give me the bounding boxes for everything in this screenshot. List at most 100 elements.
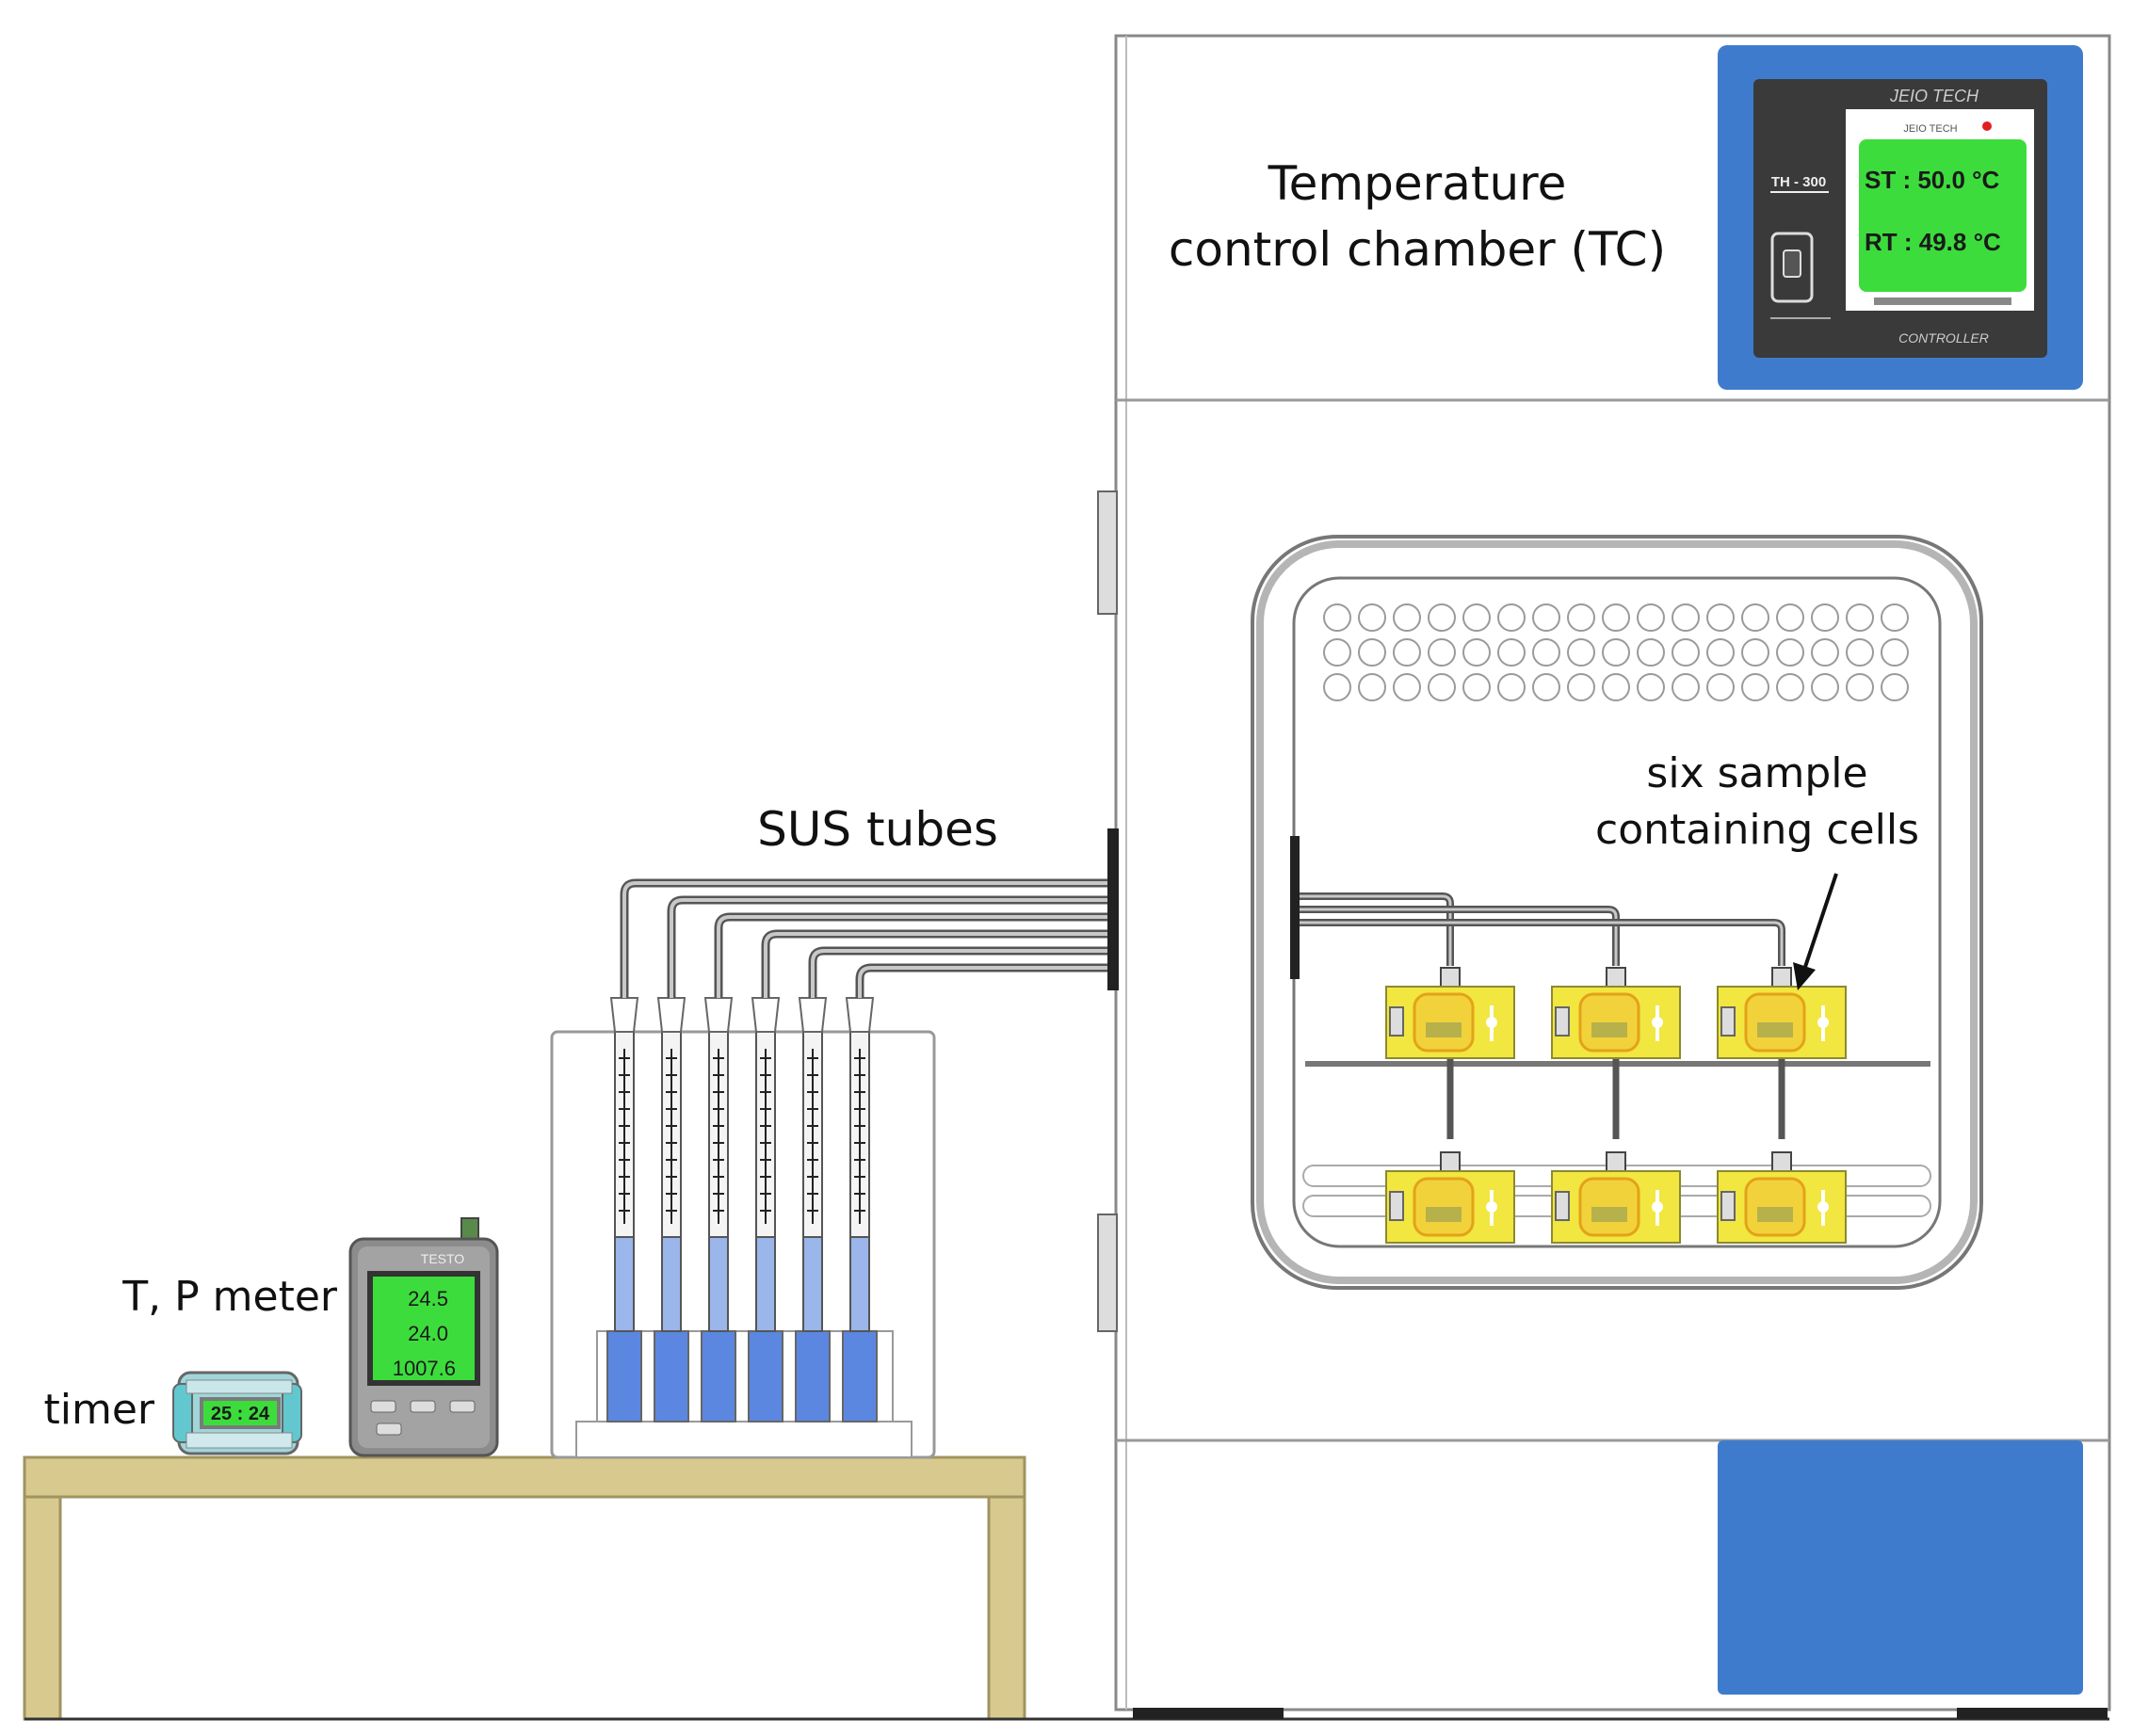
- timer-device: 25 : 24: [172, 1371, 302, 1455]
- vent-hole: [1532, 638, 1560, 667]
- sample-cell: [1551, 1151, 1681, 1244]
- sample-cell: [1385, 1151, 1515, 1244]
- vent-hole: [1428, 673, 1456, 701]
- vent-hole: [1811, 638, 1839, 667]
- cells-label-line1: six sample: [1646, 749, 1867, 797]
- syringe: [606, 997, 642, 1423]
- vent-hole: [1741, 673, 1769, 701]
- vent-hole: [1393, 603, 1421, 632]
- vent-hole: [1428, 603, 1456, 632]
- vent-hole: [1532, 603, 1560, 632]
- vent-hole: [1881, 673, 1909, 701]
- vent-hole: [1776, 673, 1804, 701]
- vent-hole: [1881, 603, 1909, 632]
- timer-display: 25 : 24: [211, 1404, 270, 1424]
- vent-hole: [1706, 673, 1735, 701]
- vent-hole: [1393, 638, 1421, 667]
- vent-hole: [1323, 638, 1351, 667]
- meter-label: T, P meter: [121, 1273, 338, 1321]
- vent-hole: [1497, 673, 1526, 701]
- chamber-label-line1: Temperature: [1268, 156, 1567, 211]
- vent-hole: [1602, 603, 1630, 632]
- vent-hole: [1602, 673, 1630, 701]
- vent-hole: [1358, 673, 1386, 701]
- vent-hole: [1567, 673, 1595, 701]
- sus-tubes-inside: [1300, 892, 1785, 1139]
- vent-hole: [1358, 638, 1386, 667]
- controller-panel: JEIO TECH JEIO TECH ST : 50.0 °C RT : 49…: [1718, 45, 2083, 390]
- tp-meter-value-1: 24.5: [408, 1287, 448, 1310]
- controller-screen-header: JEIO TECH: [1903, 123, 1957, 135]
- vent-hole: [1637, 603, 1665, 632]
- vent-hole: [1567, 603, 1595, 632]
- sus-tube-inner: [1300, 906, 1620, 1139]
- sus-tube: [667, 895, 1109, 998]
- lower-hinge: [1097, 1214, 1118, 1332]
- vent-hole: [1776, 603, 1804, 632]
- tp-meter-value-3: 1007.6: [393, 1357, 456, 1380]
- tubes-label: SUS tubes: [757, 802, 998, 857]
- vent-hole: [1706, 638, 1735, 667]
- vent-hole: [1846, 638, 1874, 667]
- tp-meter-brand: TESTO: [421, 1251, 465, 1266]
- vent-hole: [1567, 638, 1595, 667]
- vent-hole: [1462, 673, 1491, 701]
- status-led: [1982, 121, 1992, 131]
- sample-cells: [1385, 967, 1847, 1244]
- sample-cell: [1551, 967, 1681, 1059]
- table: [23, 1455, 1026, 1721]
- st-reading: ST : 50.0 °C: [1865, 166, 2000, 194]
- controller-footer: CONTROLLER: [1898, 330, 1989, 346]
- vent-hole: [1462, 603, 1491, 632]
- vent-hole: [1497, 638, 1526, 667]
- vent-hole: [1323, 603, 1351, 632]
- sus-tube: [855, 963, 1109, 998]
- cells-label-line2: containing cells: [1595, 806, 1919, 854]
- syringe: [748, 997, 783, 1423]
- vent-hole: [1811, 673, 1839, 701]
- vent-hole: [1637, 638, 1665, 667]
- sus-tube-inner: [1300, 919, 1785, 1139]
- vent-hole: [1672, 638, 1700, 667]
- sus-tubes-outside: [620, 878, 1109, 998]
- chamber-label-line2: control chamber (TC): [1169, 222, 1666, 277]
- sus-tube: [761, 929, 1109, 998]
- vent-hole: [1672, 673, 1700, 701]
- sus-tube-inner: [1300, 892, 1454, 1139]
- sample-cell: [1717, 1151, 1847, 1244]
- syringe: [701, 997, 736, 1423]
- vent-hole: [1881, 638, 1909, 667]
- vent-hole: [1706, 603, 1735, 632]
- syringe-group: [606, 997, 878, 1423]
- vent-hole: [1428, 638, 1456, 667]
- syringe: [654, 997, 689, 1423]
- vent-hole: [1846, 603, 1874, 632]
- rt-reading: RT : 49.8 °C: [1865, 228, 2001, 256]
- tp-meter-value-2: 24.0: [408, 1322, 448, 1345]
- vent-hole: [1672, 603, 1700, 632]
- vent-hole: [1776, 638, 1804, 667]
- upper-hinge: [1097, 490, 1118, 615]
- wall-port: [1107, 828, 1119, 990]
- controller-model: TH - 300: [1771, 174, 1826, 190]
- vent-hole: [1811, 603, 1839, 632]
- sample-cell: [1717, 967, 1847, 1059]
- timer-label: timer: [44, 1386, 155, 1434]
- vent-hole: [1323, 673, 1351, 701]
- vent-hole: [1497, 603, 1526, 632]
- sample-cell: [1385, 967, 1515, 1059]
- sus-tube: [620, 878, 1109, 998]
- vent-hole: [1602, 638, 1630, 667]
- syringe: [842, 997, 878, 1423]
- bottom-panel: [1718, 1440, 2083, 1695]
- vent-hole: [1393, 673, 1421, 701]
- sus-tube: [808, 946, 1109, 998]
- vent-hole: [1358, 603, 1386, 632]
- vent-hole: [1846, 673, 1874, 701]
- controller-brand: JEIO TECH: [1889, 87, 1979, 105]
- vent-hole: [1462, 638, 1491, 667]
- vent-hole: [1637, 673, 1665, 701]
- sus-tube: [714, 912, 1109, 998]
- syringe: [795, 997, 831, 1423]
